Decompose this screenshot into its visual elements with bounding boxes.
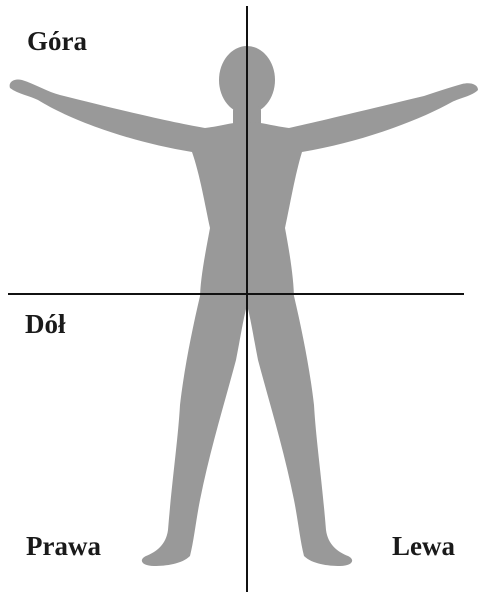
label-top: Góra <box>27 26 87 56</box>
label-right: Prawa <box>26 531 101 561</box>
figure-torso-arms <box>9 79 479 301</box>
figure-leg-viewer-right <box>247 296 353 566</box>
label-bottom: Dół <box>25 309 66 339</box>
human-figure <box>9 46 479 566</box>
label-left: Lewa <box>392 531 455 561</box>
figure-leg-viewer-left <box>141 296 247 566</box>
